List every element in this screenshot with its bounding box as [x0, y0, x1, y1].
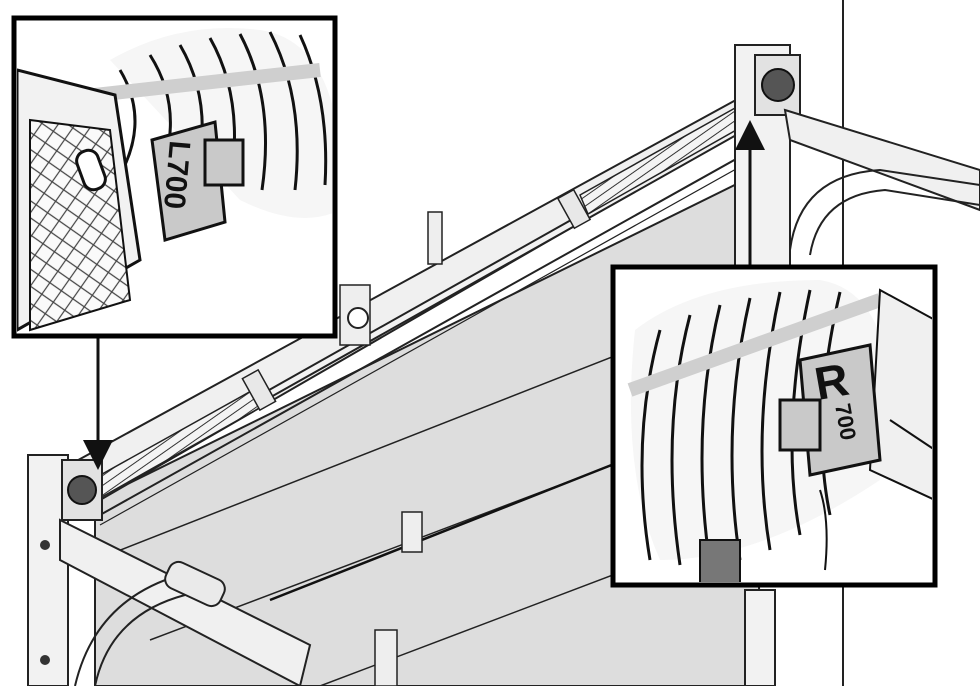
right-end-bracket — [734, 44, 801, 686]
left-spring-label: L700 — [157, 139, 196, 210]
left-spring-end-cone — [17, 68, 142, 332]
center-bearing-bracket — [339, 211, 443, 686]
right-spring-label-tag: R 700 — [778, 343, 882, 477]
door-panel — [94, 173, 762, 686]
right-spring-detail-inset: R 700 — [610, 264, 938, 588]
left-spring-label-tag: L700 — [150, 120, 245, 242]
right-spring-coils — [627, 280, 890, 566]
left-end-bracket — [27, 454, 103, 686]
left-horizontal-track — [59, 518, 312, 686]
right-horizontal-track — [783, 108, 980, 256]
left-spring-detail-inset: L700 — [11, 15, 338, 339]
right-bracket-detail — [699, 288, 932, 582]
